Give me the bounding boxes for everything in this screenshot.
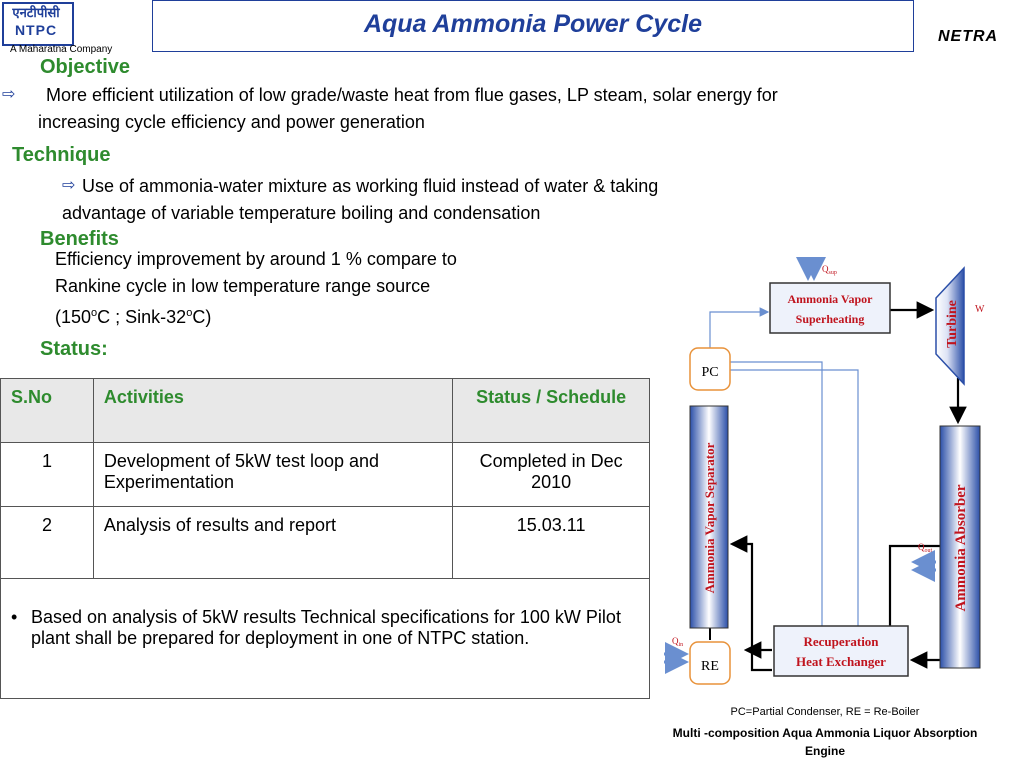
q-sup-label: Qsup [822,264,837,276]
logo-ntpc-text: NTPC [14,22,58,38]
bullet-icon: • [11,607,18,627]
benefits-text: C ; Sink-32 [97,307,187,327]
flow-recuperator-to-separator [729,535,772,672]
technique-heading: Technique [12,144,111,166]
work-label: W [975,304,985,315]
benefits-text: C) [192,307,212,327]
objective-line-2: increasing cycle efficiency and power ge… [38,112,425,132]
flow-pc-return [730,369,859,626]
row-sno: 1 [0,442,94,507]
title-bar [152,0,914,52]
pc-label: PC [701,365,718,380]
objective-heading: Objective [40,56,131,78]
column-header-activities: Activities [92,378,454,443]
benefits-line-2: Rankine cycle in low temperature range s… [55,276,431,296]
row-activity: Analysis of results and report [92,506,454,579]
table-note-row: • Based on analysis of 5kW results Techn… [0,578,650,699]
objective-line-1: More efficient utilization of low grade/… [46,85,778,105]
note-cell: • Based on analysis of 5kW results Techn… [0,578,650,699]
vapor-separator [689,405,729,629]
q-out-label: Qout [918,542,933,554]
table-row: 1 Development of 5kW test loop and Exper… [0,442,650,507]
re-boiler [689,641,731,685]
right-arrow-icon: ⇨ [2,86,16,103]
degree-superscript: o [186,307,193,319]
recuperation-box [773,625,909,677]
turbine [935,266,965,386]
re-label: RE [701,659,719,674]
benefits-line-3: (150oC ; Sink-32oC) [55,300,211,330]
superheating-box [769,282,891,334]
degree-superscript: o [91,307,98,319]
table-row: 2 Analysis of results and report 15.03.1… [0,506,650,579]
cycle-diagram: Qsup Ammonia Vapor Superheating Turbine … [664,257,985,685]
technique-line-2: advantage of variable temperature boilin… [62,203,541,223]
row-sno: 2 [0,506,94,579]
separator-label: Ammonia Vapor Separator [702,442,717,593]
q-in-label: Qin [672,636,683,648]
netra-brand: NETRA [938,28,999,45]
status-table: S.No Activities Status / Schedule 1 Deve… [0,378,650,699]
benefits-heading: Benefits [40,228,119,250]
table-header-row: S.No Activities Status / Schedule [0,378,650,443]
diagram-caption: Multi -composition Aqua Ammonia Liquor A… [672,726,978,758]
benefits-text: (150 [55,307,92,327]
ntpc-logo [2,2,74,46]
logo-hindi-text: एनटीपीसी [12,6,60,21]
turbine-label: Turbine [945,300,960,348]
company-tagline: A Maharatna Company [10,44,113,55]
row-status: 15.03.11 [452,506,650,579]
superheating-label: Superheating [796,312,865,326]
recuperation-label: Recuperation [803,634,879,649]
ammonia-absorber [939,425,981,669]
benefits-line-1: Efficiency improvement by around 1 % com… [55,249,457,269]
status-heading: Status: [40,338,108,360]
right-arrow-icon: ⇨ [62,177,76,194]
flow-pc-to-superheater [709,307,770,348]
note-text: Based on analysis of 5kW results Technic… [31,607,621,648]
recuperation-label: Heat Exchanger [796,654,886,669]
diagram-legend: PC=Partial Condenser, RE = Re-Boiler [730,706,920,718]
row-status: Completed in Dec 2010 [452,442,650,507]
absorber-label: Ammonia Absorber [953,484,969,611]
slide-title: Aqua Ammonia Power Cycle [363,10,703,38]
technique-line-1: Use of ammonia-water mixture as working … [82,176,659,196]
flow-pc-recuperator [730,361,823,626]
row-activity: Development of 5kW test loop and Experim… [92,442,454,507]
superheating-label: Ammonia Vapor [787,292,873,306]
partial-condenser [689,347,731,391]
note-bullet: • Based on analysis of 5kW results Techn… [11,607,639,649]
column-header-sno: S.No [0,378,94,443]
flow-absorber-loop [888,544,940,638]
column-header-status: Status / Schedule [452,378,650,443]
